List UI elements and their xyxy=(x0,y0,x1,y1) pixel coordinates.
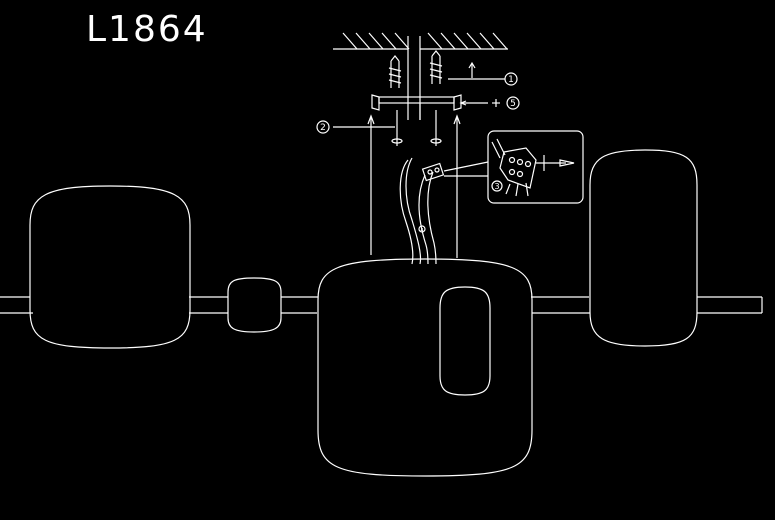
shade-right xyxy=(589,149,698,347)
callout-1-leader xyxy=(448,61,518,86)
guide-arrows xyxy=(367,114,461,258)
shade-center-inner xyxy=(439,286,491,396)
wall-plug-right xyxy=(429,50,443,84)
bracket-screw xyxy=(459,96,520,110)
mounting-bracket xyxy=(371,94,462,120)
shade-center xyxy=(317,258,533,477)
callout-1: 1 xyxy=(508,75,514,85)
supply-wires xyxy=(399,157,437,265)
callout-5: 5 xyxy=(510,99,516,109)
ceiling xyxy=(333,32,508,120)
callout-2-leader xyxy=(316,120,395,134)
mounting-screws xyxy=(391,110,442,146)
horizontal-rod xyxy=(0,296,763,314)
callout-4: 4 xyxy=(420,228,423,234)
terminal-block xyxy=(421,161,489,182)
shade-small xyxy=(227,277,282,333)
wall-plug-left xyxy=(388,55,402,88)
callout-numbers: 1 5 2 4 3 xyxy=(320,75,516,234)
callout-2: 2 xyxy=(320,123,326,133)
terminal-detail-box xyxy=(487,130,584,204)
callout-3: 3 xyxy=(494,182,499,191)
model-code-label: L1864 xyxy=(86,9,208,50)
shade-left xyxy=(29,185,191,349)
